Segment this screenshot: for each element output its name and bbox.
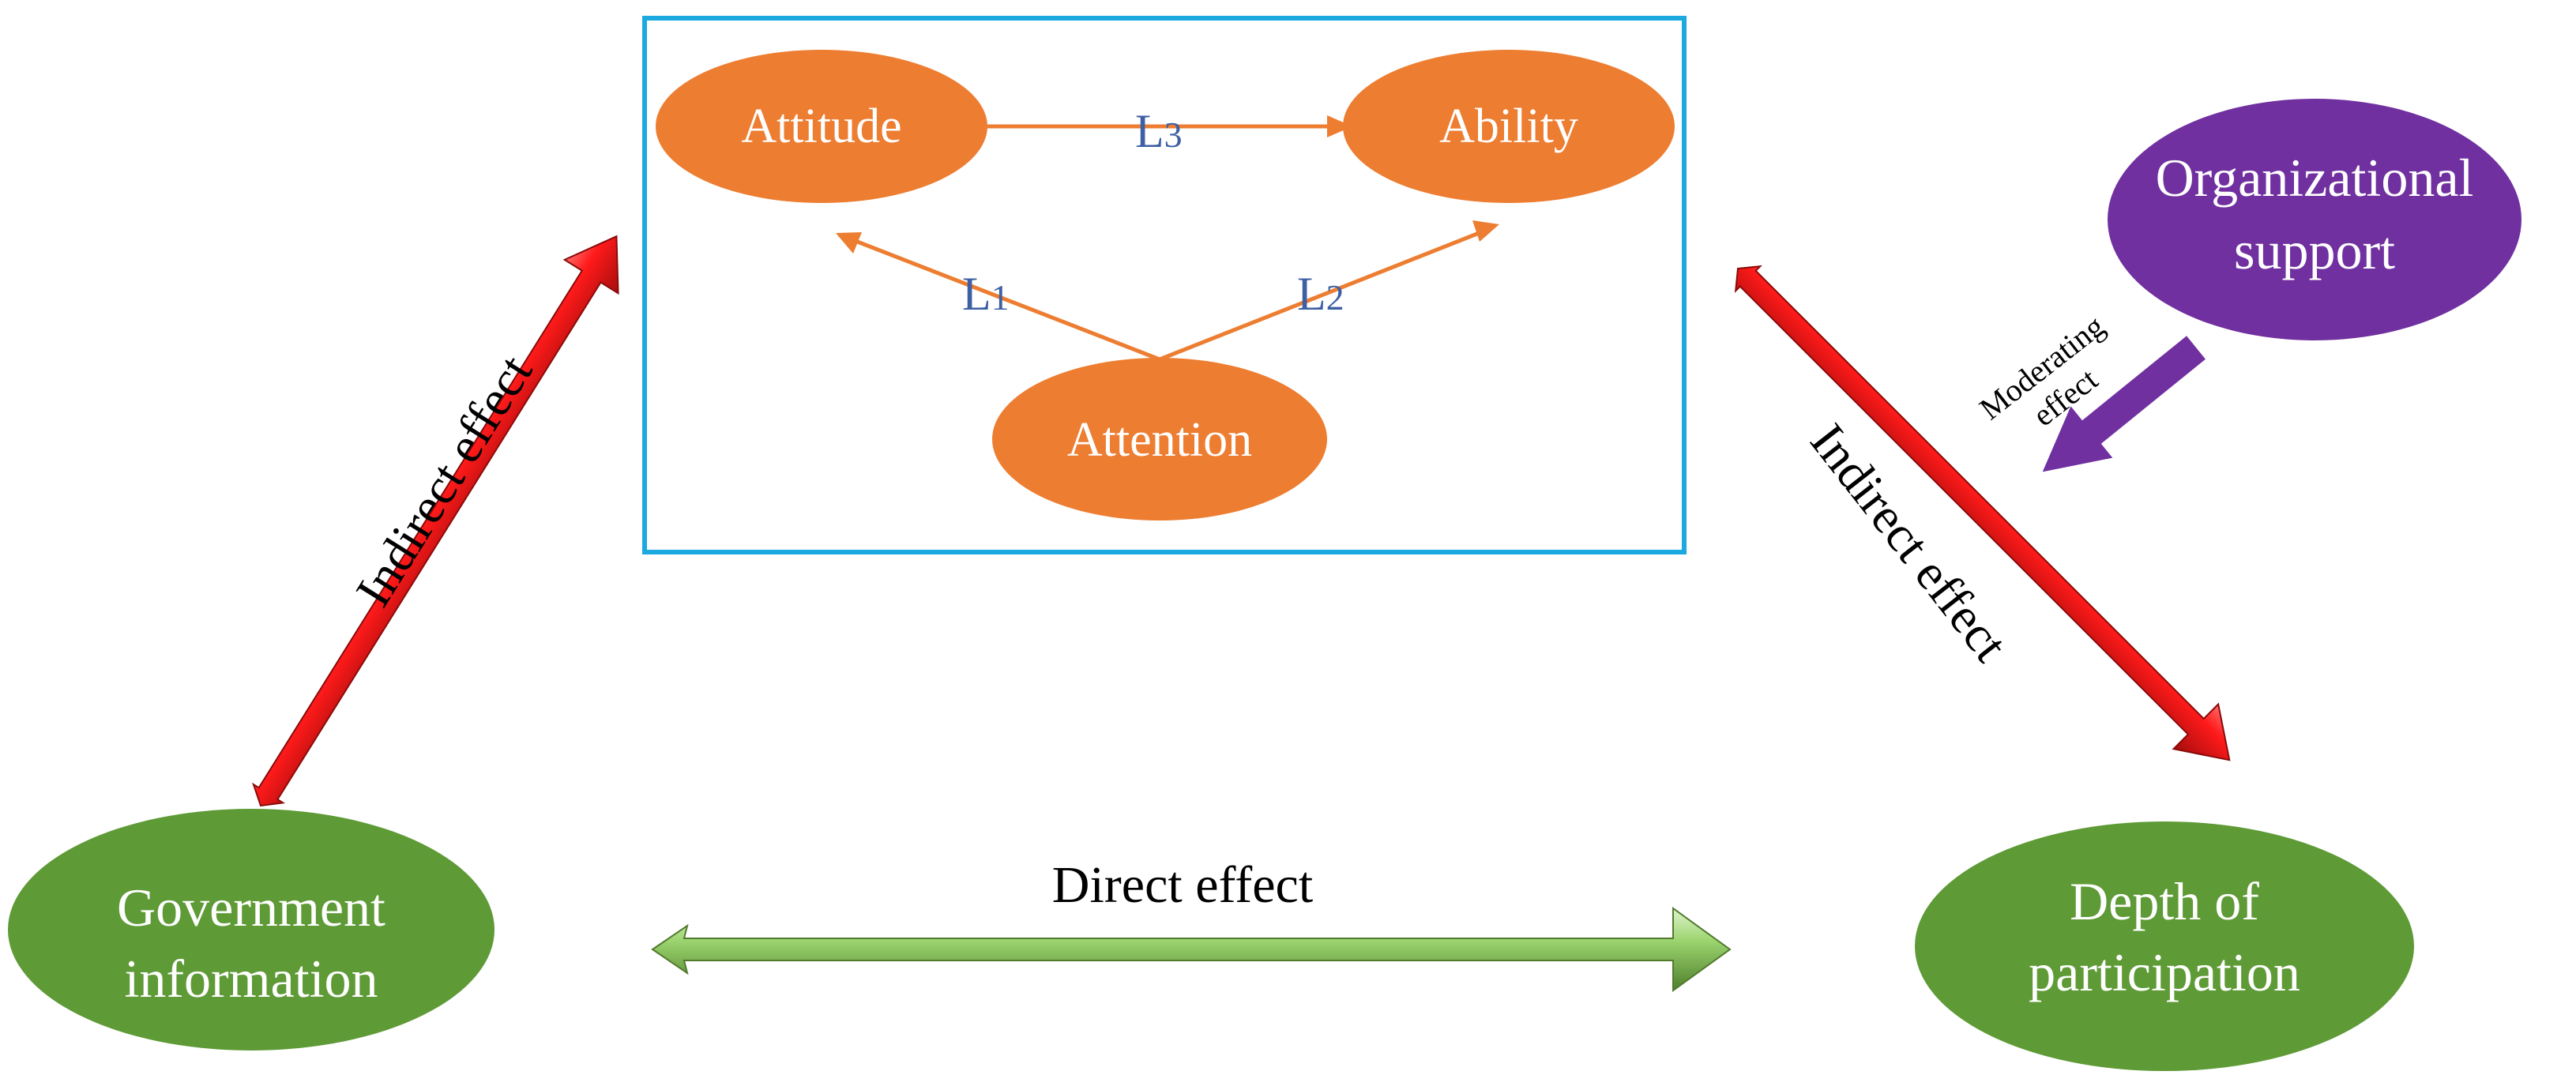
- path-label-l2: L2: [1297, 268, 1344, 320]
- node-ability-label: Ability: [1439, 100, 1578, 153]
- node-depth-of-participation-line1: Depth of: [2070, 871, 2259, 931]
- indirect-effect-label-left: Indirect effect: [344, 345, 543, 616]
- node-government-information-line2: information: [124, 949, 378, 1009]
- path-label-l3: L3: [1135, 105, 1183, 157]
- path-l1-arrowhead: [836, 232, 862, 254]
- node-government-information-line1: Government: [117, 878, 385, 938]
- path-l2-arrowhead: [1472, 220, 1499, 242]
- path-label-l1: L1: [962, 268, 1010, 320]
- node-organizational-support-line1: Organizational: [2156, 148, 2474, 208]
- path-l3-arrowhead: [1327, 115, 1352, 137]
- moderating-effect-arrow: [2042, 336, 2206, 472]
- node-government-information: Government information: [8, 809, 495, 1051]
- node-depth-of-participation: Depth of participation: [1915, 821, 2414, 1071]
- node-depth-of-participation-line2: participation: [2029, 942, 2300, 1002]
- mediator-frame: [642, 16, 1687, 554]
- node-ability: Ability: [1343, 50, 1675, 203]
- node-attention-label: Attention: [1067, 413, 1252, 467]
- direct-effect-arrow: [651, 907, 1732, 992]
- node-organizational-support: Organizational support: [2108, 99, 2521, 340]
- direct-effect-label: Direct effect: [1052, 856, 1313, 914]
- path-l1-line: [844, 235, 1160, 362]
- node-organizational-support-line2: support: [2234, 220, 2395, 280]
- indirect-effect-arrow-right: [1734, 265, 2231, 761]
- node-attitude: Attitude: [656, 50, 987, 203]
- node-attention: Attention: [992, 358, 1327, 521]
- path-l2-line: [1159, 227, 1490, 362]
- indirect-effect-arrow-left: [252, 235, 619, 807]
- node-attitude-label: Attitude: [741, 100, 901, 153]
